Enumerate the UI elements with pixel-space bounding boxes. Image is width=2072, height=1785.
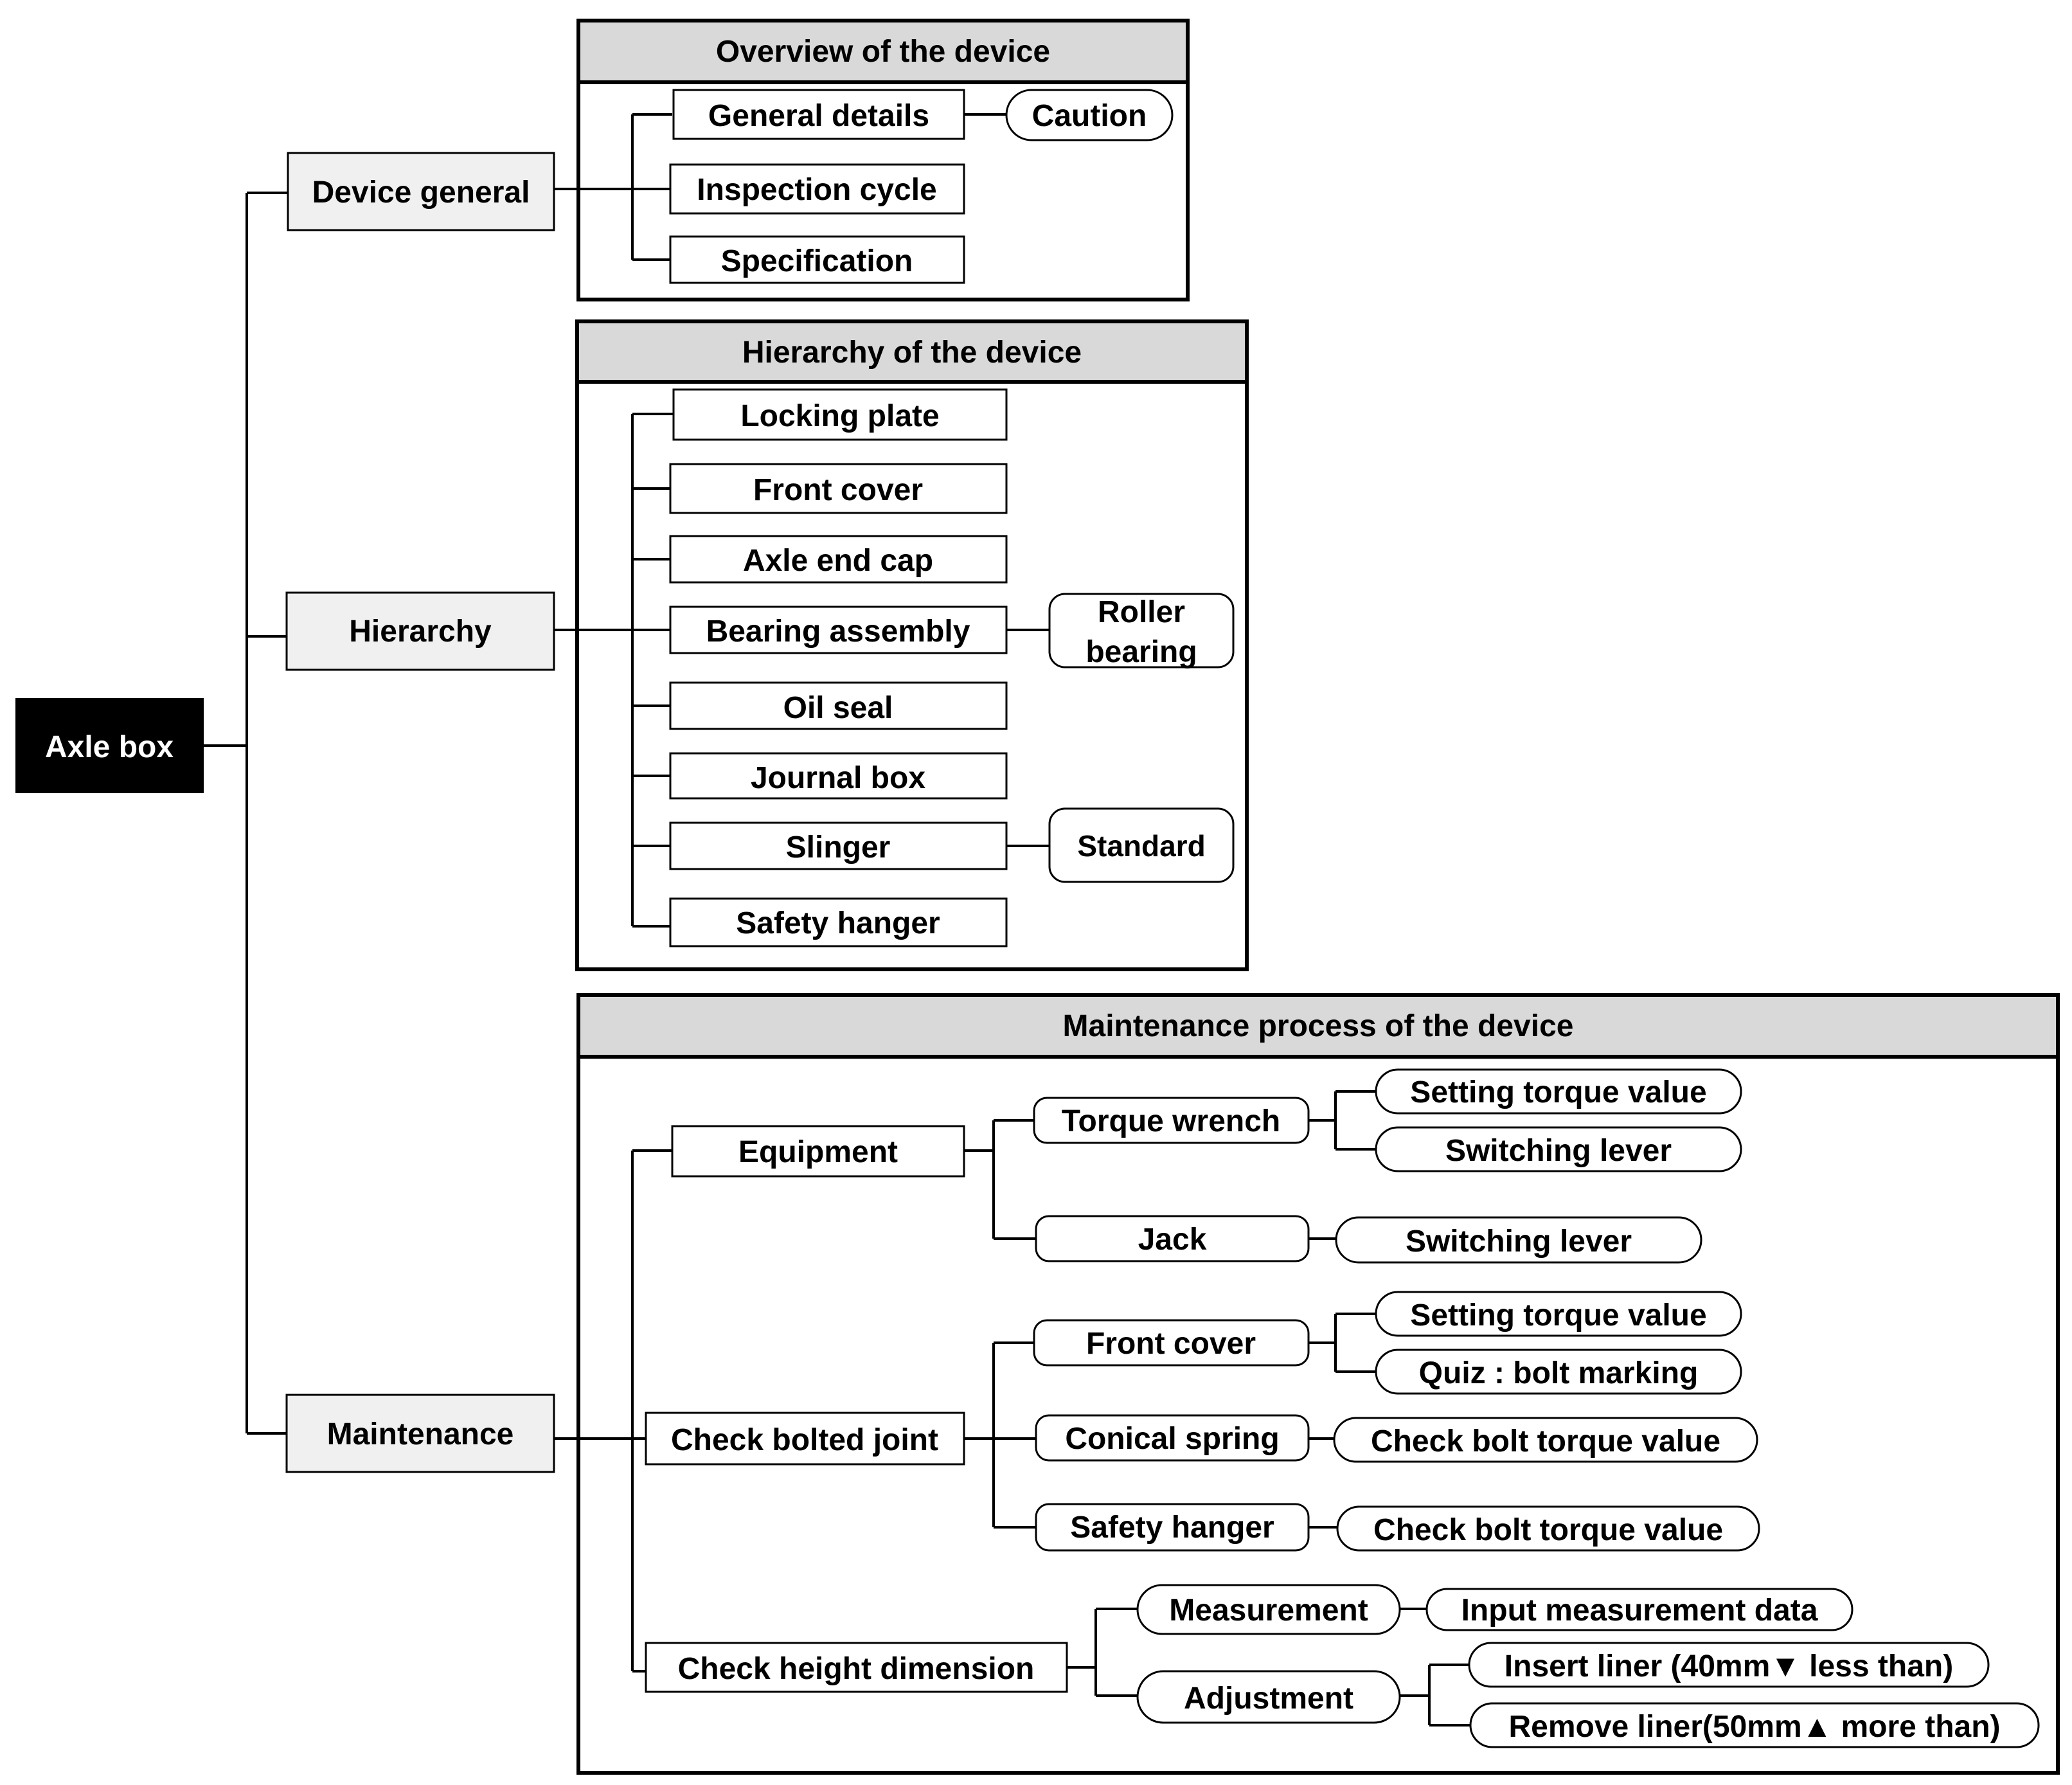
specification-label: Specification xyxy=(721,244,913,278)
maintenance-panel: Maintenance process of the device Equipm… xyxy=(576,993,2060,1775)
remove-liner-box xyxy=(1469,1702,2040,1748)
adjustment-box xyxy=(1136,1670,1401,1724)
branch-maintenance: Maintenance xyxy=(285,1394,555,1473)
tw-setting-torque-label: Setting torque value xyxy=(1410,1075,1706,1109)
insert-liner-box xyxy=(1468,1642,1990,1688)
input-measurement-box xyxy=(1425,1588,1853,1631)
bearing-assembly-label: Bearing assembly xyxy=(706,614,970,649)
general-details-box xyxy=(672,89,965,140)
mp-safety-hanger-box xyxy=(1035,1503,1310,1552)
journal-box-box xyxy=(669,752,1008,800)
axle-end-cap-box xyxy=(669,535,1008,584)
locking-plate-box xyxy=(672,388,1008,441)
mp-safety-hanger-label: Safety hanger xyxy=(1070,1511,1274,1545)
torque-wrench-label: Torque wrench xyxy=(1062,1104,1280,1138)
mp-front-cover-label: Front cover xyxy=(1086,1327,1256,1361)
branch-hierarchy: Hierarchy xyxy=(285,591,555,671)
mp-front-cover-box xyxy=(1033,1319,1310,1367)
specification-box xyxy=(669,235,965,284)
locking-plate-label: Locking plate xyxy=(740,399,939,433)
oil-seal-box xyxy=(669,681,1008,730)
roller-bearing-label-line2: bearing xyxy=(1085,635,1197,669)
adjustment-label: Adjustment xyxy=(1184,1682,1353,1716)
remove-liner-label: Remove liner(50mm▲ more than) xyxy=(1508,1710,2000,1744)
check-bolted-joint-label: Check bolted joint xyxy=(671,1423,938,1457)
equipment-label: Equipment xyxy=(738,1135,898,1169)
fc-quiz-box xyxy=(1375,1349,1742,1395)
caution-label: Caution xyxy=(1032,99,1147,133)
sh-check-bolt-label: Check bolt torque value xyxy=(1373,1513,1723,1547)
roller-bearing-box xyxy=(1048,593,1235,668)
overview-panel: Overview of the device General details C… xyxy=(576,19,1190,301)
journal-box-label: Journal box xyxy=(751,761,925,795)
axle-end-cap-label: Axle end cap xyxy=(743,544,933,578)
measurement-label: Measurement xyxy=(1169,1593,1368,1628)
equipment-box xyxy=(671,1125,965,1178)
slinger-label: Slinger xyxy=(786,830,891,865)
inspection-cycle-box xyxy=(669,163,965,215)
front-cover-label: Front cover xyxy=(753,473,923,507)
front-cover-box xyxy=(669,463,1008,514)
hierarchy-panel: Hierarchy of the device Locking plate Fr… xyxy=(575,319,1249,971)
fc-quiz-label: Quiz : bolt marking xyxy=(1419,1356,1699,1390)
hierarchy-title: Hierarchy of the device xyxy=(742,336,1082,370)
conical-spring-box xyxy=(1035,1414,1310,1462)
fc-setting-torque-label: Setting torque value xyxy=(1410,1298,1706,1332)
insert-liner-label: Insert liner (40mm▼ less than) xyxy=(1505,1649,1953,1683)
branch-maintenance-label: Maintenance xyxy=(327,1417,514,1451)
general-details-label: General details xyxy=(708,99,929,133)
overview-title: Overview of the device xyxy=(716,35,1050,69)
jack-switching-lever-box xyxy=(1335,1216,1702,1264)
caution-box xyxy=(1005,89,1174,141)
jack-box xyxy=(1035,1215,1310,1262)
check-height-label: Check height dimension xyxy=(678,1652,1035,1686)
connector-lines xyxy=(204,113,1470,1727)
oil-seal-label: Oil seal xyxy=(783,691,893,725)
slinger-box xyxy=(669,821,1008,870)
branch-device-general: Device general xyxy=(287,152,555,231)
roller-bearing-label-line1: Roller xyxy=(1098,595,1185,629)
sh-check-bolt-box xyxy=(1336,1505,1760,1552)
safety-hanger-box xyxy=(669,897,1008,947)
standard-box xyxy=(1048,807,1235,883)
tw-switching-lever-box xyxy=(1375,1126,1742,1172)
root-node: Axle box xyxy=(15,698,204,793)
check-height-box xyxy=(645,1642,1068,1693)
torque-wrench-box xyxy=(1033,1097,1310,1144)
jack-switching-lever-label: Switching lever xyxy=(1406,1224,1632,1259)
check-bolted-joint-box xyxy=(645,1412,965,1466)
inspection-cycle-label: Inspection cycle xyxy=(697,173,936,207)
bearing-assembly-box xyxy=(669,605,1008,654)
measurement-box xyxy=(1136,1584,1401,1635)
conical-spring-label: Conical spring xyxy=(1065,1422,1279,1456)
fc-setting-torque-box xyxy=(1375,1291,1742,1337)
root-label: Axle box xyxy=(45,730,174,764)
branch-hierarchy-label: Hierarchy xyxy=(349,614,492,649)
maintenance-title: Maintenance process of the device xyxy=(1063,1009,1574,1043)
safety-hanger-label: Safety hanger xyxy=(736,906,940,940)
tw-switching-lever-label: Switching lever xyxy=(1445,1134,1672,1168)
tw-setting-torque-box xyxy=(1375,1068,1742,1115)
standard-label: Standard xyxy=(1077,829,1205,863)
cs-check-bolt-label: Check bolt torque value xyxy=(1371,1424,1720,1458)
input-measurement-label: Input measurement data xyxy=(1461,1593,1818,1628)
jack-label: Jack xyxy=(1138,1223,1207,1257)
branch-device-general-label: Device general xyxy=(312,175,530,210)
cs-check-bolt-box xyxy=(1333,1417,1758,1463)
